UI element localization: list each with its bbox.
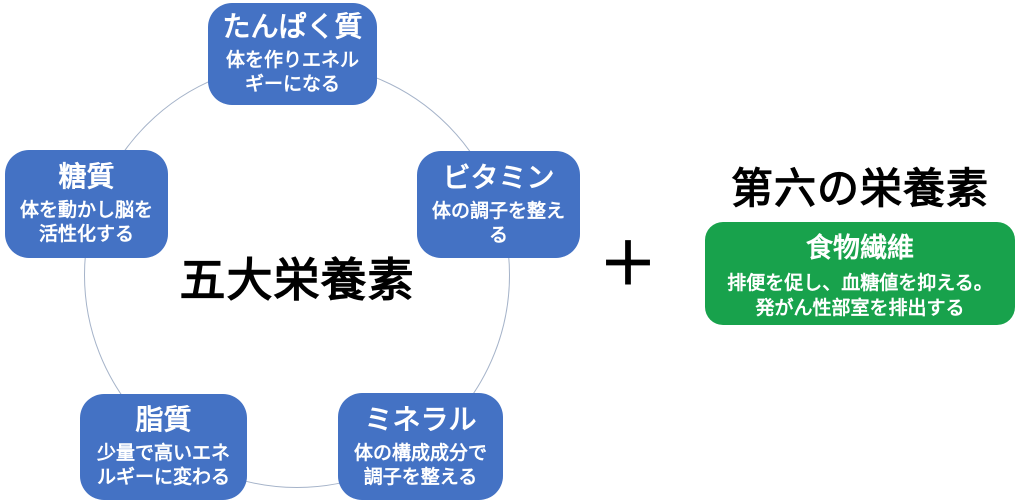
nutrient-box-lipid: 脂質 少量で高いエネ ルギーに変わる <box>80 394 247 500</box>
nutrient-description: 体を作りエネル ギーになる <box>225 50 359 96</box>
five-nutrients-title: 五大栄養素 <box>179 254 415 306</box>
nutrient-name: 糖質 <box>58 161 115 193</box>
nutrient-box-protein: たんぱく質 体を作りエネル ギーになる <box>208 3 377 105</box>
nutrient-name: たんぱく質 <box>222 11 363 43</box>
sixth-nutrient-heading: 第六の栄養素 <box>730 165 989 212</box>
plus-icon: ＋ <box>598 232 657 297</box>
nutrient-description: 少量で高いエネ ルギーに変わる <box>96 443 230 489</box>
nutrient-name: 脂質 <box>135 404 192 436</box>
nutrient-description: 体の調子を整え る <box>431 200 565 246</box>
nutrient-name: ミネラル <box>364 403 477 435</box>
nutrient-box-vitamin: ビタミン 体の調子を整え る <box>417 151 580 258</box>
nutrient-box-mineral: ミネラル 体の構成成分で 調子を整える <box>338 393 503 500</box>
nutrient-name: ビタミン <box>442 161 555 193</box>
fiber-description: 排便を促し、血糖値を抑える。 発がん性部室を排出する <box>727 272 993 319</box>
fiber-box: 食物繊維 排便を促し、血糖値を抑える。 発がん性部室を排出する <box>705 222 1015 325</box>
nutrient-description: 体の構成成分で 調子を整える <box>353 442 487 488</box>
fiber-name: 食物繊維 <box>806 232 914 263</box>
nutrient-description: 体を動かし脳を 活性化する <box>19 200 153 246</box>
nutrient-box-carbohydrate: 糖質 体を動かし脳を 活性化する <box>5 150 168 258</box>
